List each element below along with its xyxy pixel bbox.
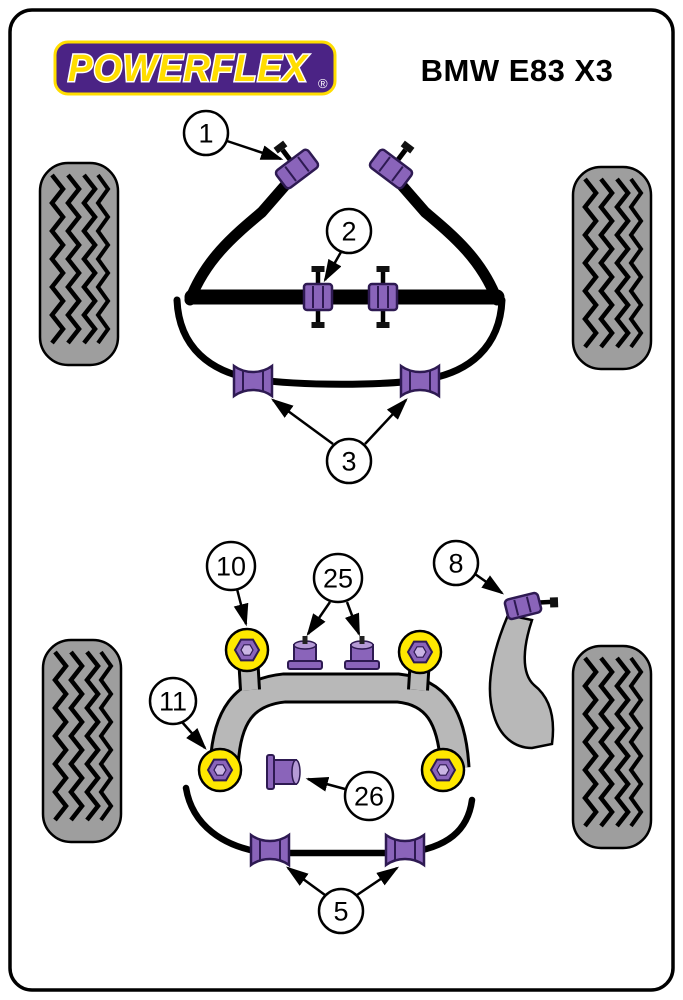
callout-25-label: 25 [323, 563, 353, 593]
front-sway-bar-lower [173, 296, 506, 388]
callout-26: 26 [305, 770, 395, 822]
callout-11: 11 [148, 676, 207, 750]
callout-25-arrow-right [344, 601, 361, 637]
callout-5-arrow-left [285, 866, 326, 897]
callout-8-arrow [474, 572, 505, 595]
callout-1-label: 1 [198, 118, 213, 148]
callout-8-circle [432, 539, 480, 587]
callout-25-circle [312, 552, 364, 604]
logo-background [53, 40, 337, 96]
callout-1: 1 [182, 109, 284, 161]
callout-5-arrow-right [356, 866, 400, 897]
callout-11-arrow [181, 721, 207, 750]
callout-3-circle [325, 437, 373, 485]
callout-10-label: 10 [216, 551, 246, 581]
callout-3-arrow-left [270, 398, 334, 446]
arb-clamp-bushing-right [367, 266, 399, 328]
rear-bracket [488, 613, 555, 750]
subframe-bushing-rear-left [197, 747, 243, 793]
callout-8-label: 8 [448, 548, 463, 578]
bracket-bushing [503, 591, 559, 621]
subframe-bushing-front-left [224, 627, 270, 673]
registered-mark: ® [318, 76, 328, 91]
drop-link-bushing-left [273, 140, 320, 190]
callout-3-arrow-right [364, 398, 408, 445]
callout-25: 25 [306, 552, 364, 637]
callout-2-arrow [323, 251, 343, 283]
callout-5-label: 5 [333, 896, 348, 926]
rear-suspension-diagram: 10 25 8 11 26 [148, 539, 559, 935]
front-suspension-diagram: 1 2 3 [173, 109, 506, 485]
callout-8: 8 [432, 539, 505, 595]
callout-2-label: 2 [341, 216, 356, 246]
front-drop-link-left [184, 175, 295, 306]
powerflex-logo: POWERFLEX ® [53, 40, 337, 96]
callout-1-arrow [226, 139, 284, 161]
front-drop-link-right [392, 175, 503, 306]
arb-clamp-bushing-left [302, 266, 334, 328]
callout-10-arrow [233, 588, 249, 627]
tire-front-left [40, 163, 118, 365]
callout-26-label: 26 [354, 781, 384, 811]
subframe-bushing-front-right [397, 629, 443, 675]
callout-5-circle [317, 887, 365, 935]
callout-2-circle [325, 207, 373, 255]
callout-10: 10 [205, 540, 257, 627]
subframe-bushing-rear-right [420, 747, 466, 793]
tophat-bushing [266, 754, 301, 790]
drop-link-bushing-right [368, 140, 415, 190]
tire-rear-left [43, 640, 121, 842]
callout-26-circle [343, 770, 395, 822]
callout-2: 2 [323, 207, 373, 283]
callout-3-label: 3 [341, 446, 356, 476]
callout-3: 3 [270, 398, 408, 485]
callout-5: 5 [285, 866, 400, 935]
callout-11-circle [148, 676, 198, 726]
tire-rear-right [573, 646, 651, 848]
page-title: BMW E83 X3 [421, 53, 614, 88]
callout-25-arrow-left [306, 601, 332, 637]
callout-1-circle [182, 109, 230, 157]
page-border [8, 8, 675, 992]
tire-front-right [573, 167, 651, 369]
callout-26-arrow [305, 776, 346, 792]
callout-11-label: 11 [159, 686, 187, 716]
logo-text: POWERFLEX [68, 48, 310, 90]
subframe-arch [211, 675, 468, 769]
callout-10-circle [205, 540, 257, 592]
